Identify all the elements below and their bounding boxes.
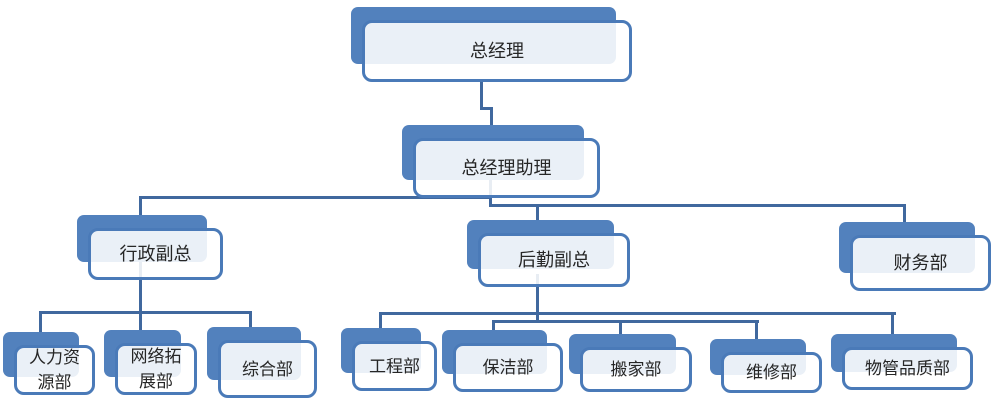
connector-gm-to-assistant-entry [490,107,493,127]
node-box-maintenance-dept[interactable]: 维修部 [721,352,822,393]
node-moving-dept: 搬家部 [569,334,692,392]
node-box-gm-assistant[interactable]: 总经理助理 [413,138,600,198]
node-admin-vice-president: 行政副总 [77,215,223,280]
connector-assistant-to-right-h [489,204,906,207]
connector-gm-to-assistant-drop [480,82,483,110]
node-label: 后勤副总 [518,249,590,270]
node-box-finance-dept[interactable]: 财务部 [850,235,991,291]
connector-logistics-stub [536,274,539,323]
node-maintenance-dept: 维修部 [710,339,822,393]
node-finance-dept: 财务部 [839,222,991,291]
connector-logistics-children-h2 [492,320,759,323]
connector-logistics-to-property-drop [891,312,894,334]
node-box-moving-dept[interactable]: 搬家部 [580,347,692,392]
connector-admin-to-network-drop [139,311,142,333]
node-box-engineering-dept[interactable]: 工程部 [352,341,437,391]
node-label: 维修部 [746,363,797,382]
connector-admin-stub [139,262,142,314]
node-label: 搬家部 [610,360,662,379]
node-box-property-quality-dept[interactable]: 物管品质部 [842,347,973,390]
node-label: 总经理助理 [461,157,552,178]
connector-assistant-to-admin-drop [139,196,142,220]
connector-logistics-to-engineering-drop [379,312,382,329]
node-box-general-affairs-dept[interactable]: 综合部 [218,340,317,398]
connector-logistics-to-moving-drop [619,320,622,336]
connector-admin-children-h [39,311,252,314]
connector-logistics-to-cleaning-drop [492,320,495,334]
node-box-hr-dept[interactable]: 人力资源部 [14,345,95,395]
connector-admin-to-general-drop [249,311,252,329]
node-hr-dept: 人力资源部 [3,332,95,395]
node-box-admin-vice-president[interactable]: 行政副总 [88,228,223,280]
node-engineering-dept: 工程部 [341,328,437,391]
connector-assistant-to-finance-drop [903,204,906,224]
connector-logistics-children-h1 [379,312,896,315]
node-box-cleaning-dept[interactable]: 保洁部 [453,343,563,392]
node-label: 财务部 [893,252,948,273]
node-label: 保洁部 [482,358,534,377]
node-general-manager: 总经理 [351,7,632,82]
node-label: 总经理 [470,40,524,61]
connector-assistant-to-logistics-drop [536,204,539,224]
node-box-general-manager[interactable]: 总经理 [362,20,632,82]
connector-logistics-to-maintenance-drop [755,320,758,342]
node-box-network-expansion-dept[interactable]: 网络拓展部 [115,343,197,395]
node-cleaning-dept: 保洁部 [442,330,563,392]
node-property-quality-dept: 物管品质部 [831,334,973,390]
connector-gm-to-assistant-jog [480,107,493,110]
node-label: 网络拓展部 [130,347,182,391]
node-label: 人力资源部 [29,348,80,392]
node-general-affairs-dept: 综合部 [207,327,317,398]
node-network-expansion-dept: 网络拓展部 [104,330,197,395]
node-label: 行政副总 [119,243,192,264]
node-gm-assistant: 总经理助理 [402,125,600,198]
node-label: 工程部 [369,356,420,376]
node-logistics-vice-president: 后勤副总 [467,220,630,287]
node-label: 物管品质部 [865,359,950,378]
connector-assistant-to-admin-h [139,196,491,199]
connector-admin-to-hr-drop [39,311,42,334]
node-box-logistics-vice-president[interactable]: 后勤副总 [478,233,630,287]
node-label: 综合部 [242,359,293,379]
